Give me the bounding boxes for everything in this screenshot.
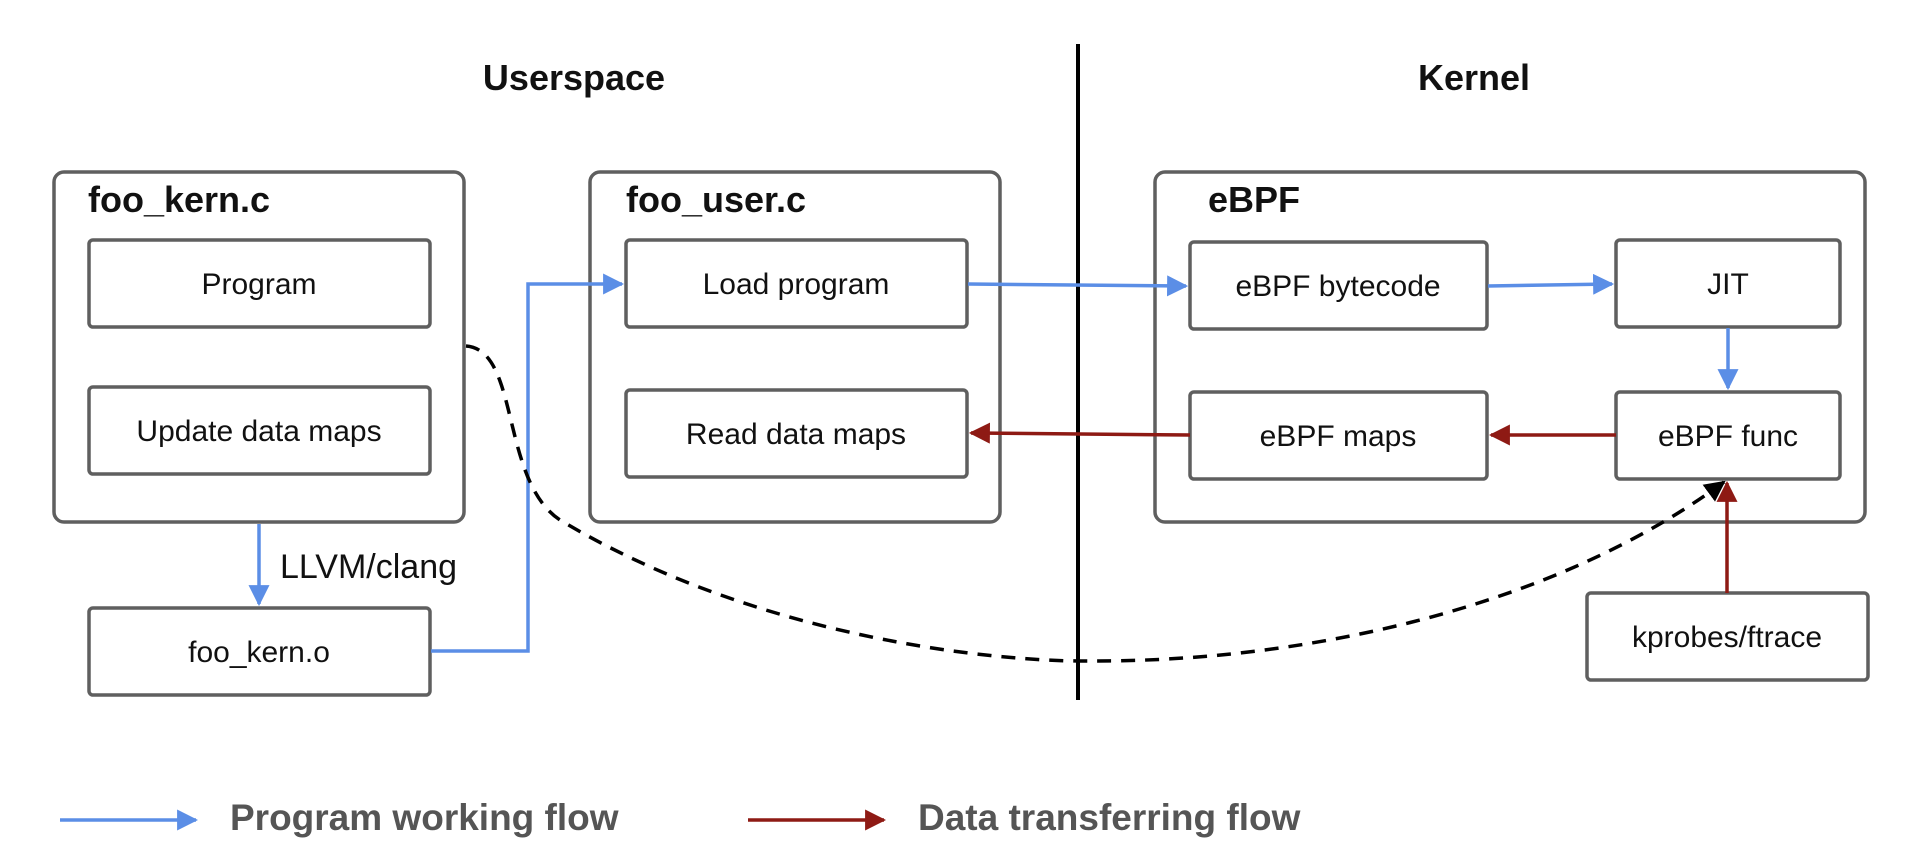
load-object-arrow	[431, 273, 625, 653]
load-to-bytecode-arrow	[967, 275, 1189, 297]
program-label: Program	[201, 268, 316, 301]
legend-data-label: Data transferring flow	[918, 797, 1301, 838]
foo-user-group: foo_user.c	[588, 170, 1002, 524]
update-maps-node: Update data maps	[87, 385, 432, 476]
kprobes-label: kprobes/ftrace	[1632, 621, 1822, 654]
foo-kern-title: foo_kern.c	[88, 179, 270, 220]
legend-program-label: Program working flow	[230, 797, 619, 838]
ebpf-maps-node: eBPF maps	[1188, 390, 1489, 481]
foo-user-title: foo_user.c	[626, 179, 806, 220]
bytecode-node: eBPF bytecode	[1188, 240, 1489, 331]
attach-dashed-curve	[465, 344, 1726, 663]
ebpf-func-node: eBPF func	[1614, 390, 1842, 481]
userspace-heading: Userspace	[483, 57, 665, 98]
kprobes-node: kprobes/ftrace	[1585, 591, 1870, 682]
ebpf-maps-label: eBPF maps	[1260, 420, 1417, 453]
foo-kern-o-node: foo_kern.o	[87, 606, 432, 697]
kernel-heading: Kernel	[1418, 57, 1530, 98]
ebpf-func-label: eBPF func	[1658, 420, 1798, 453]
foo-kern-group: foo_kern.c	[52, 170, 466, 524]
jit-node: JIT	[1614, 238, 1842, 329]
program-node: Program	[87, 238, 432, 329]
maps-to-read-arrow	[968, 422, 1191, 444]
load-program-label: Load program	[703, 268, 890, 301]
compile-label: LLVM/clang	[280, 548, 457, 586]
read-maps-node: Read data maps	[624, 388, 969, 479]
load-program-node: Load program	[624, 238, 969, 329]
bytecode-to-jit-arrow	[1487, 273, 1615, 295]
foo-kern-o-label: foo_kern.o	[188, 636, 330, 669]
bytecode-label: eBPF bytecode	[1235, 270, 1440, 303]
read-maps-label: Read data maps	[686, 418, 906, 451]
update-maps-label: Update data maps	[136, 415, 381, 448]
ebpf-title: eBPF	[1208, 179, 1300, 220]
legend: Program working flow Data transferring f…	[60, 797, 1301, 838]
ebpf-group: eBPF	[1153, 170, 1867, 524]
jit-label: JIT	[1707, 268, 1749, 301]
